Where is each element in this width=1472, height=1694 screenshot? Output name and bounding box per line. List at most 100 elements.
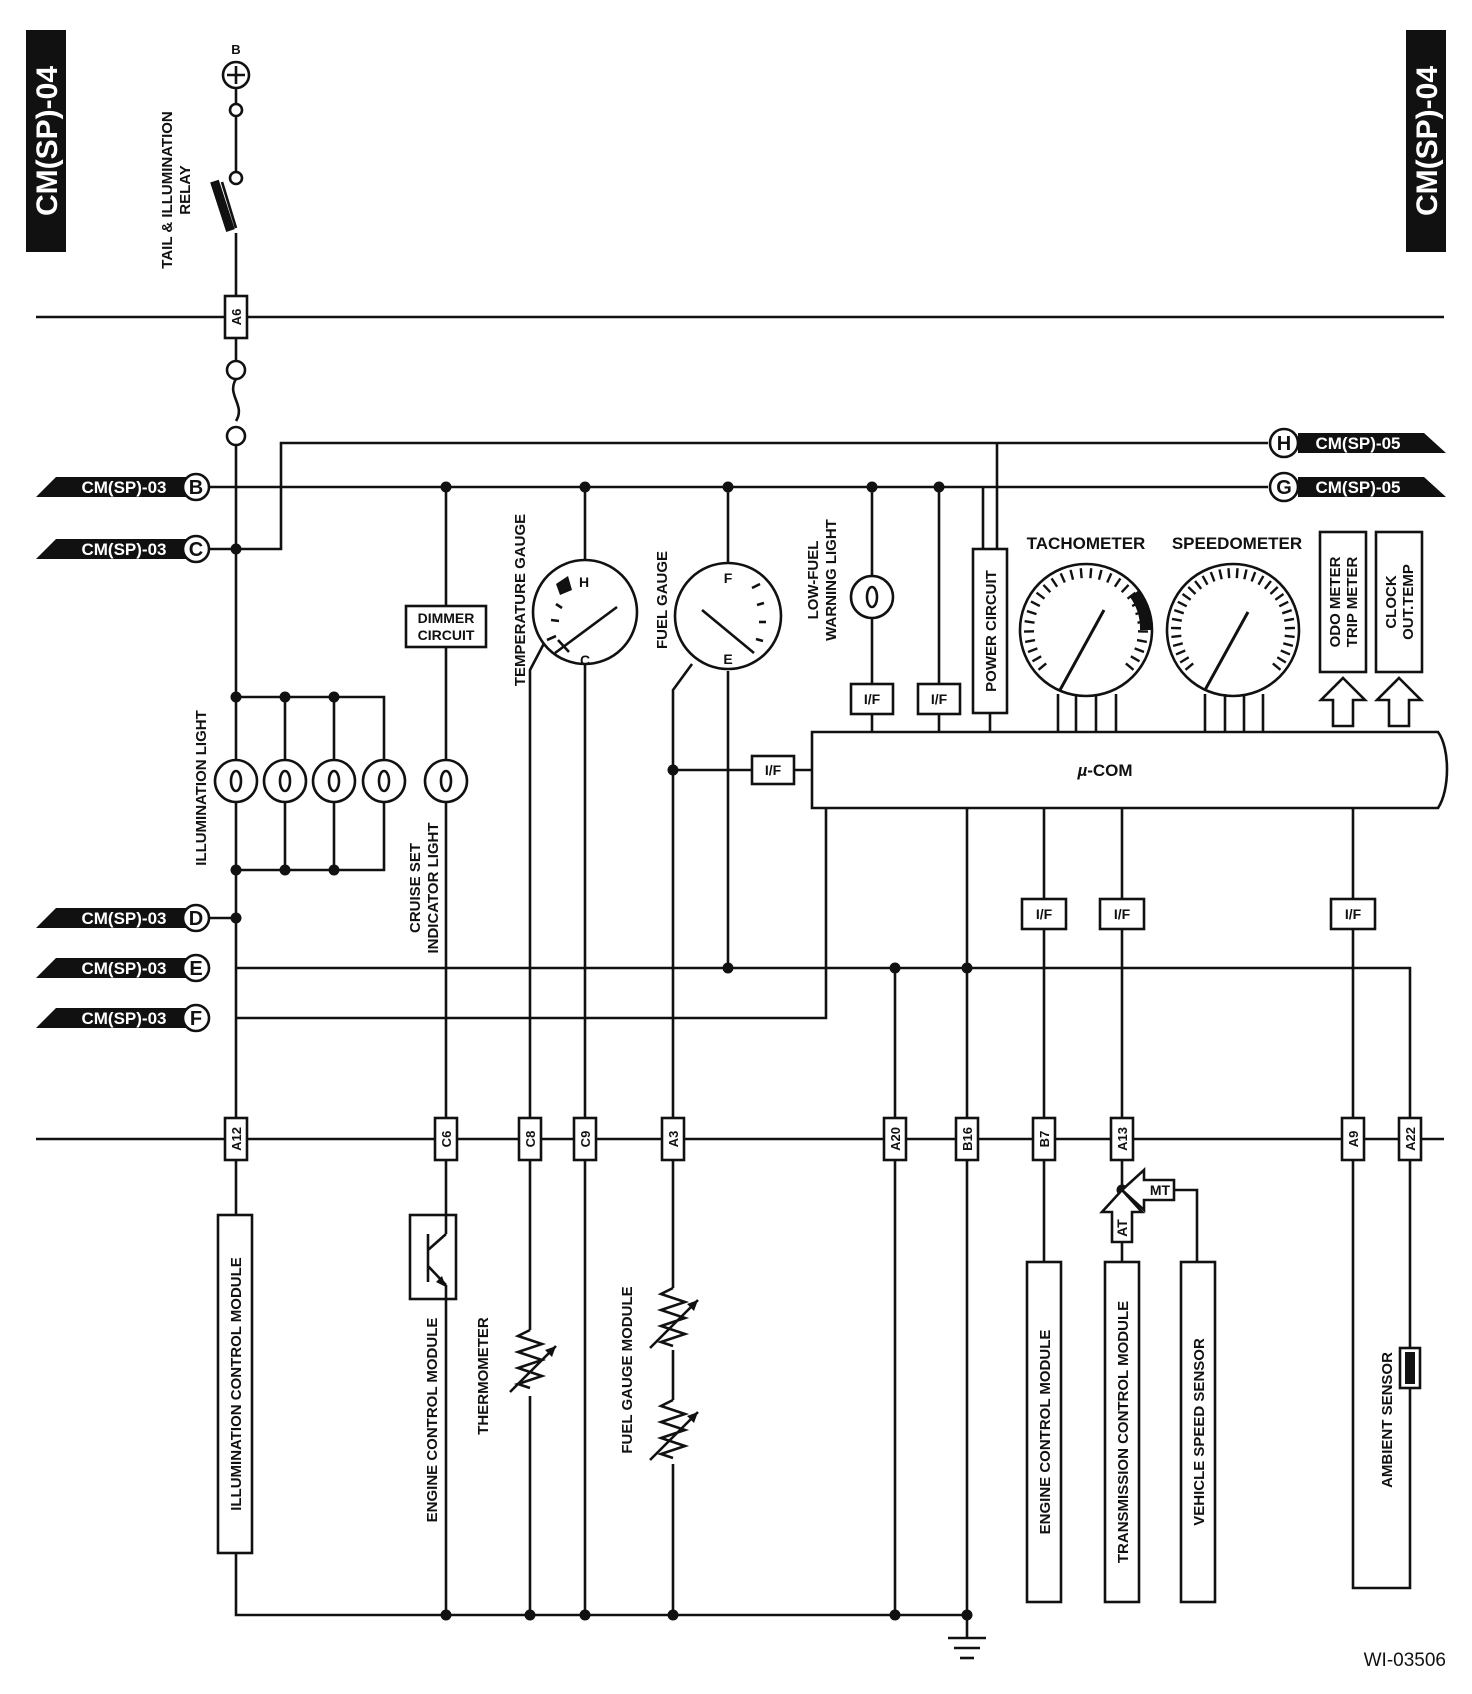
gauge-tick [1272, 662, 1282, 671]
connector-c9: C9 [572, 1116, 598, 1162]
svg-text:I/F: I/F [765, 762, 782, 778]
gauge-tick [1194, 580, 1203, 590]
gauge-tick [1274, 593, 1285, 601]
offpage-left-f: CM(SP)-03 F [36, 1003, 211, 1033]
gauge-tick [1130, 655, 1141, 663]
svg-text:POWER CIRCUIT: POWER CIRCUIT [983, 570, 1000, 692]
gauge-tick [1284, 634, 1295, 639]
svg-text:C: C [580, 652, 590, 668]
offpage-left-e: CM(SP)-03 E [36, 953, 211, 983]
gauge-tick [1250, 571, 1257, 582]
svg-text:E: E [189, 958, 202, 980]
gauge-tick [1059, 572, 1066, 584]
svg-text:WARNING LIGHT: WARNING LIGHT [823, 519, 840, 641]
svg-text:FUEL GAUGE MODULE: FUEL GAUGE MODULE [619, 1286, 636, 1453]
engine-control-module-right: ENGINE CONTROL MODULE [1025, 1260, 1063, 1604]
svg-text:CM(SP)-04: CM(SP)-04 [1411, 66, 1444, 216]
offpage-left-d: CM(SP)-03 D [36, 903, 211, 933]
svg-text:CM(SP)-05: CM(SP)-05 [1315, 434, 1400, 453]
gauge-tick [1173, 608, 1185, 615]
fuse [225, 359, 247, 447]
svg-text:B: B [189, 477, 203, 499]
micro-computer: µ-COM [810, 730, 1449, 810]
gauge-tick [1282, 642, 1294, 648]
svg-text:F: F [724, 570, 733, 586]
svg-text:CM(SP)-03: CM(SP)-03 [81, 540, 166, 559]
gauge-tick [1181, 593, 1192, 601]
gauge-tick [1175, 649, 1186, 656]
svg-text:H: H [579, 574, 589, 590]
gauge-tick [1269, 586, 1279, 595]
connector-c6: C6 [433, 1116, 459, 1162]
gauge-tick [1280, 649, 1291, 656]
svg-text:A22: A22 [1403, 1127, 1418, 1151]
svg-text:A12: A12 [229, 1127, 244, 1151]
temperature-gauge: H C TEMPERATURE GAUGE [512, 514, 639, 686]
connector-c8: C8 [517, 1116, 543, 1162]
ucom-label: -COM [1087, 761, 1132, 780]
svg-text:I/F: I/F [864, 691, 881, 707]
offpage-right-g: G CM(SP)-05 [1268, 471, 1446, 503]
svg-text:AMBIENT SENSOR: AMBIENT SENSOR [1379, 1352, 1396, 1488]
svg-text:A13: A13 [1115, 1127, 1130, 1151]
gauge-tick [1134, 647, 1145, 654]
gauge-tick [1030, 600, 1041, 608]
svg-text:CM(SP)-03: CM(SP)-03 [81, 478, 166, 497]
gauge-tick [1106, 572, 1113, 584]
vehicle-speed-sensor: VEHICLE SPEED SENSOR [1179, 1260, 1217, 1604]
relay-contact [228, 170, 244, 186]
svg-text:CM(SP)-05: CM(SP)-05 [1315, 478, 1400, 497]
svg-text:DIMMER: DIMMER [418, 610, 475, 626]
wire-h [236, 441, 1268, 551]
svg-text:C: C [189, 539, 203, 561]
svg-text:CM(SP)-03: CM(SP)-03 [81, 959, 166, 978]
gauge-tick [1031, 655, 1042, 663]
illumination-light-group: ILLUMINATION LIGHT [193, 695, 407, 872]
svg-text:A3: A3 [666, 1131, 681, 1148]
svg-text:D: D [189, 908, 203, 930]
gauge-tick [1024, 638, 1036, 644]
gauge-tick [1126, 591, 1137, 600]
cruise-set-indicator-light: CRUISE SET INDICATOR LIGHT [407, 758, 469, 954]
ucom-mu: µ [1076, 761, 1087, 780]
svg-text:AT: AT [1114, 1219, 1130, 1237]
fuel-gauge: F E FUEL GAUGE [654, 551, 783, 671]
connector-a20: A20 [882, 1116, 908, 1162]
gauge-tick [1079, 568, 1083, 579]
svg-text:C8: C8 [523, 1131, 538, 1148]
svg-text:CM(SP)-03: CM(SP)-03 [81, 1009, 166, 1028]
svg-text:LOW-FUEL: LOW-FUEL [805, 541, 822, 620]
connector-a6: A6 [223, 294, 249, 340]
figure-id: WI-03506 [1364, 1650, 1446, 1671]
gauge-tick [1024, 620, 1035, 624]
gauge-tick [1218, 569, 1223, 580]
gauge-tick [1050, 577, 1059, 588]
gauge-tick [1184, 662, 1194, 671]
svg-text:I/F: I/F [1036, 906, 1053, 922]
svg-text:H: H [1277, 433, 1291, 455]
gauge-tick [1263, 580, 1272, 590]
svg-text:TEMPERATURE GAUGE: TEMPERATURE GAUGE [512, 514, 529, 686]
svg-text:A20: A20 [888, 1127, 903, 1151]
gauge-tick [1042, 584, 1052, 594]
svg-text:ENGINE CONTROL MODULE: ENGINE CONTROL MODULE [424, 1318, 441, 1523]
transmission-control-module: TRANSMISSION CONTROL MODULE [1103, 1260, 1141, 1604]
connector-a13: A13 [1109, 1116, 1135, 1162]
svg-text:CRUISE SET: CRUISE SET [407, 843, 424, 933]
interface-b: I/F [916, 682, 962, 716]
relay-contact-top [228, 102, 244, 118]
gauge-tick [1069, 569, 1075, 580]
gauge-tick [1281, 608, 1293, 615]
tail-illumination-relay: TAIL & ILLUMINATION RELAY [159, 111, 238, 310]
clock-data-arrow [1373, 676, 1425, 728]
svg-text:I/F: I/F [1114, 906, 1131, 922]
gauge-tick [1171, 634, 1182, 639]
svg-text:B16: B16 [960, 1127, 975, 1151]
illumination-control-module: ILLUMINATION CONTROL MODULE [216, 1213, 254, 1555]
interface-a13: I/F [1098, 897, 1146, 931]
svg-text:I/F: I/F [1345, 906, 1362, 922]
ambient-sensor: AMBIENT SENSOR [1379, 1346, 1422, 1488]
gauge-tick [1177, 600, 1188, 608]
svg-text:INDICATOR LIGHT: INDICATOR LIGHT [425, 822, 442, 953]
engine-control-module-left: ENGINE CONTROL MODULE [408, 1213, 458, 1523]
